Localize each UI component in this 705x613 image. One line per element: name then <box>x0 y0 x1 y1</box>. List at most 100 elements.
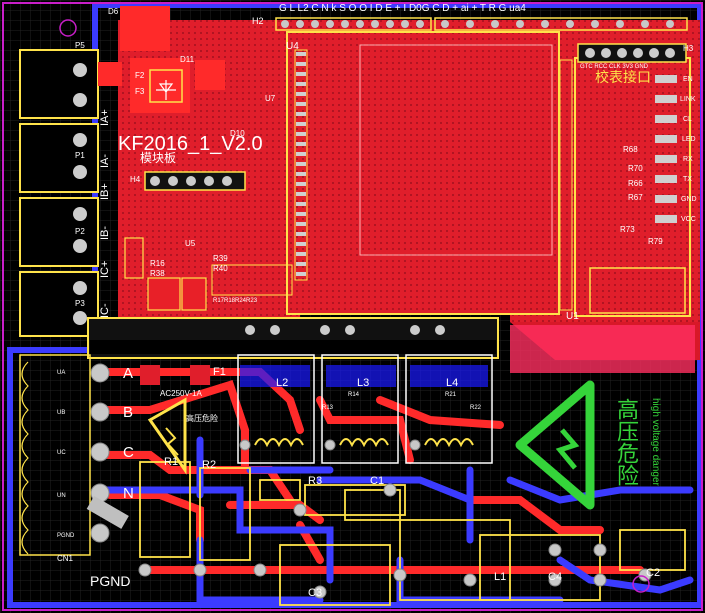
label-r68: R68 <box>623 145 638 154</box>
label-u7: U7 <box>265 94 276 103</box>
transformers <box>237 354 493 464</box>
module-outline-u4 <box>286 31 560 315</box>
small-chips <box>124 237 293 311</box>
label-r79: R79 <box>648 237 663 246</box>
label-p5: P5 <box>75 41 85 50</box>
label-r21: R21 <box>445 392 457 398</box>
label-d6: D6 <box>108 7 119 16</box>
label-f1: F1 <box>213 366 226 378</box>
hv-warning-small <box>147 397 187 475</box>
cn1-connector <box>19 354 129 556</box>
label-hv-small: 高压危险 <box>186 414 218 423</box>
label-uc: UC <box>57 450 66 456</box>
label-b: B <box>123 404 134 421</box>
h2-label: H2 <box>252 16 264 26</box>
pin-tx: TX <box>683 176 692 183</box>
fuse-f1 <box>140 365 210 385</box>
label-r3: R3 <box>308 475 323 487</box>
label-ib-plus: IB+ <box>99 183 111 200</box>
label-r40: R40 <box>213 264 228 273</box>
label-c4: C4 <box>548 571 563 583</box>
copper-area-right <box>510 325 695 373</box>
label-r16: R16 <box>150 259 165 268</box>
label-r22: R22 <box>470 405 482 411</box>
label-u1: U1 <box>566 311 579 322</box>
header-h4 <box>144 171 246 191</box>
pin-led: LED <box>682 136 696 143</box>
h3-pin-labels: GTC RCC CLK 3V3 GND <box>580 64 649 70</box>
label-ua: UA <box>57 370 66 376</box>
label-n: N <box>123 485 134 502</box>
top-header-h2 <box>275 17 688 31</box>
label-p2: P2 <box>75 227 85 236</box>
label-f2: F2 <box>135 71 145 80</box>
label-ia-minus: IA- <box>99 153 111 168</box>
label-resistor-array: R17R18R24R23 <box>213 298 258 304</box>
mount-hole-tl <box>59 19 77 37</box>
label-p3: P3 <box>75 299 85 308</box>
label-c1: C1 <box>370 475 385 487</box>
label-f3: F3 <box>135 87 145 96</box>
terminal-blocks-left <box>19 49 99 337</box>
label-r66: R66 <box>628 179 643 188</box>
h2-pin-labels: G L L2 C N k S O O I D E + I D0G C D + a… <box>279 3 526 14</box>
mcu-outline <box>359 44 553 256</box>
label-p1: P1 <box>75 151 85 160</box>
label-u4: U4 <box>286 41 299 52</box>
hv-warning-text: 高压危险 <box>614 398 639 486</box>
label-r14: R14 <box>348 392 360 398</box>
lower-pads <box>90 363 652 599</box>
board-title: KF2016_1_V2.0 <box>118 133 263 155</box>
label-c: C <box>123 444 134 461</box>
ic-u4-pins <box>294 49 308 281</box>
label-u5: U5 <box>185 239 196 248</box>
label-c3: C3 <box>308 587 323 599</box>
label-l3: L3 <box>357 377 370 389</box>
label-r73: R73 <box>620 225 635 234</box>
label-d11: D11 <box>180 55 195 64</box>
pin-gnd: GND <box>681 196 697 203</box>
label-r38: R38 <box>150 269 165 278</box>
label-d10: D10 <box>230 129 245 138</box>
label-l4: L4 <box>446 377 459 389</box>
label-un: UN <box>57 493 66 499</box>
calibrate-label: 校表接口 <box>595 69 651 85</box>
label-r2: R2 <box>202 459 217 471</box>
label-r70: R70 <box>628 164 643 173</box>
pin-link: LINK <box>680 96 696 103</box>
diode-bridge <box>149 69 183 103</box>
label-ia-plus: IA+ <box>99 109 111 126</box>
label-r13: R13 <box>322 405 334 411</box>
label-ic-plus: IC+ <box>99 260 111 278</box>
label-l2: L2 <box>276 377 289 389</box>
label-r67: R67 <box>628 193 643 202</box>
label-h4: H4 <box>130 175 141 184</box>
header-h3 <box>577 43 687 63</box>
label-r1: R1 <box>164 456 179 468</box>
h3-label: H3 <box>683 44 694 53</box>
label-pgnd: PGND <box>90 573 131 589</box>
label-l1: L1 <box>494 571 507 583</box>
label-ic-minus: IC- <box>99 303 111 318</box>
label-a: A <box>123 365 134 382</box>
opto-strip <box>87 317 499 359</box>
board-subtitle: 模块板 <box>140 151 177 165</box>
lower-outlines <box>139 461 686 606</box>
protection-components <box>98 6 225 113</box>
hv-warning-text-en: high voltage danger <box>650 398 661 486</box>
top-copper-pour <box>118 20 700 322</box>
label-ac-fuse: AC250V-1A <box>160 389 202 398</box>
pin-cl: CL <box>683 116 692 123</box>
module-u1-pins <box>559 59 677 311</box>
mount-hole-br <box>632 575 650 593</box>
label-ub: UB <box>57 410 66 416</box>
pin-vcc: VCC <box>681 216 696 223</box>
antenna-outline <box>589 267 686 314</box>
label-cn1: CN1 <box>57 554 74 563</box>
label-c2: C2 <box>646 567 661 579</box>
pin-rx: RX <box>683 156 693 163</box>
label-pgnd-small: PGND <box>57 533 75 539</box>
label-r39: R39 <box>213 254 228 263</box>
